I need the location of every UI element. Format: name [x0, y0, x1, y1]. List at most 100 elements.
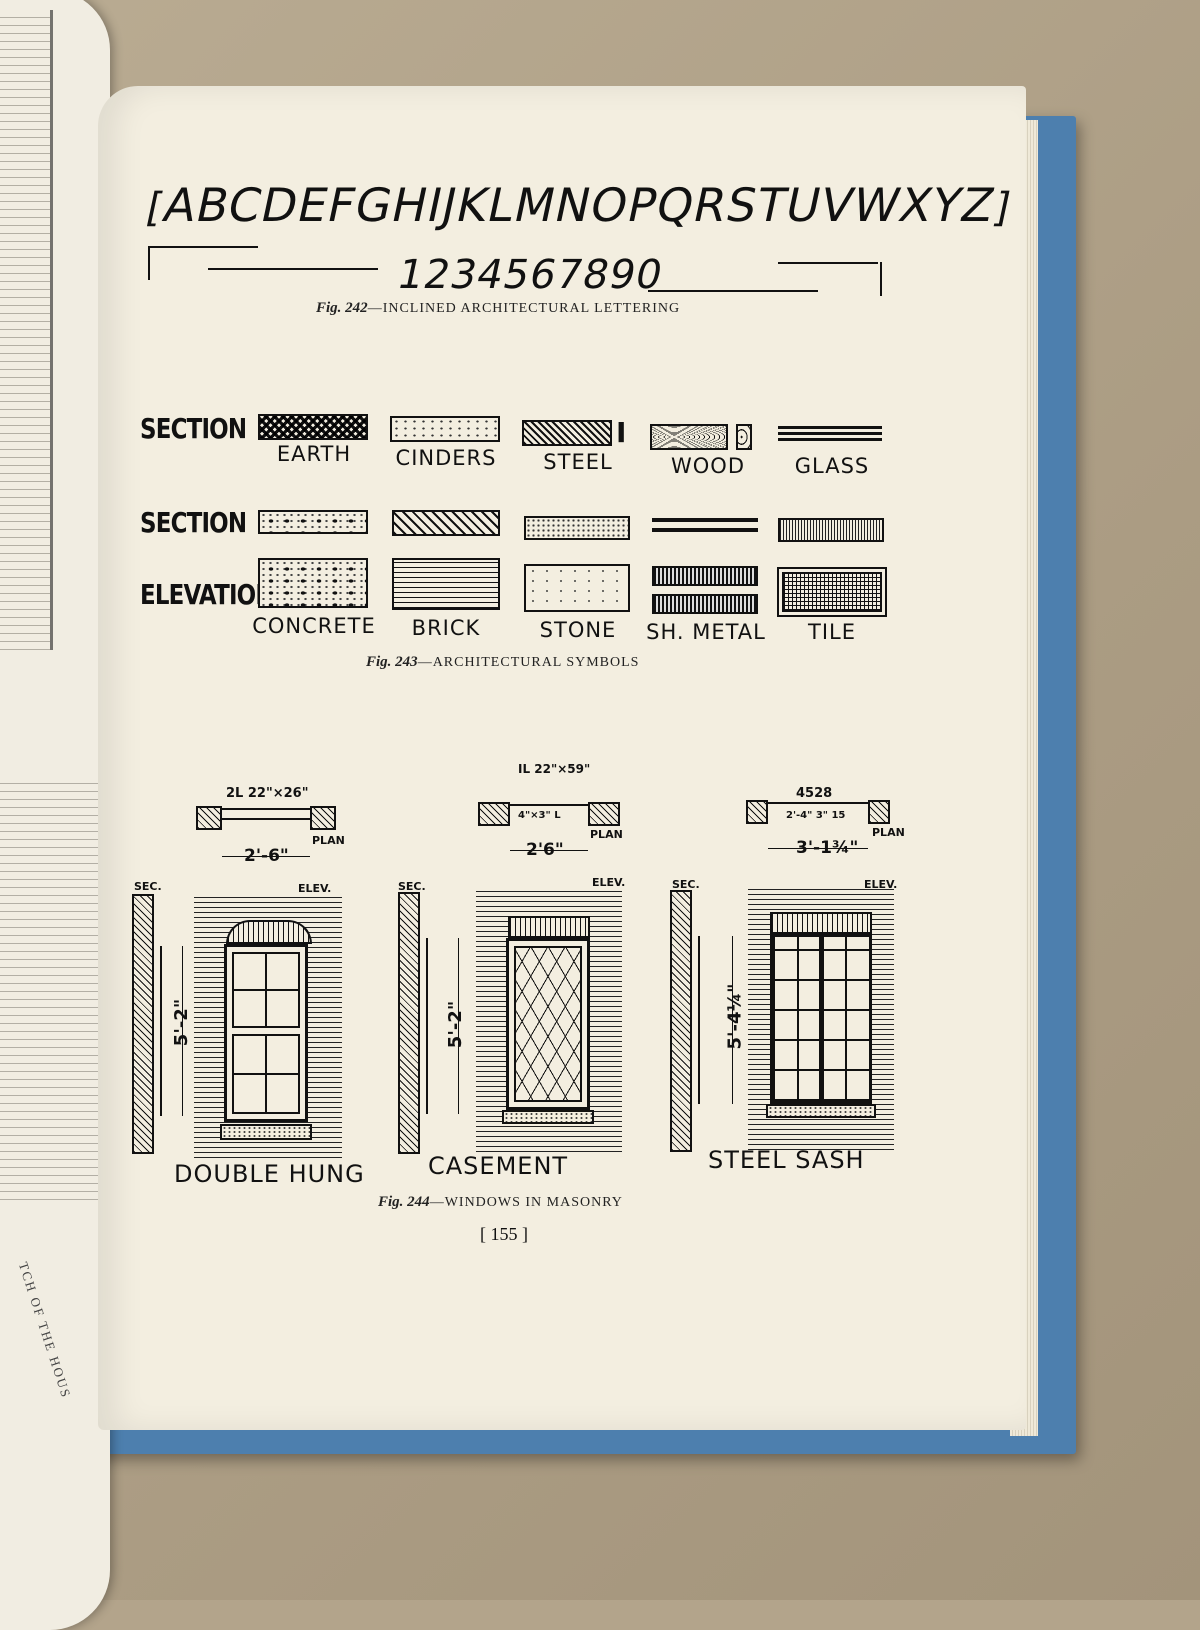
- left-page-house-sketch: [0, 780, 100, 1200]
- double-hung-lower-sash: [232, 1034, 300, 1114]
- row-label-elevation: ELEVATION: [140, 578, 275, 611]
- label-cinders: CINDERS: [395, 446, 497, 470]
- lettering-guide-line: [208, 268, 378, 270]
- lettering-guide-line: [148, 246, 150, 280]
- alphabet-lettering: [ABCDEFGHIJKLMNOPQRSTUVWXYZ]: [142, 178, 1015, 232]
- fig243-caption-text: —ARCHITECTURAL SYMBOLS: [417, 655, 640, 670]
- steel-sash-plan-sash: [768, 802, 868, 804]
- casement-width: 2'6": [526, 840, 564, 860]
- concrete-elevation-symbol: [258, 558, 368, 608]
- wood-end-grain-symbol: [736, 424, 752, 450]
- lettering-guide-line: [648, 290, 818, 292]
- label-wood: WOOD: [671, 454, 745, 478]
- ibeam-glyph: I: [616, 416, 627, 449]
- steel-sash-width: 3'-1¾": [796, 838, 859, 858]
- casement-plan-note: IL 22"×59": [518, 762, 591, 776]
- double-hung-plan-wall-left: [196, 806, 222, 830]
- fig242-caption-text: —INCLINED ARCHITECTURAL LETTERING: [367, 301, 681, 316]
- casement-plan-label: PLAN: [590, 828, 623, 841]
- steel-sash-width-dim-line: [768, 848, 868, 849]
- casement-title: CASEMENT: [428, 1152, 569, 1180]
- casement-plan-sash: [510, 804, 588, 806]
- label-tile: TILE: [808, 620, 856, 644]
- sheet-metal-section-symbol: [652, 518, 758, 532]
- sheet-metal-elevation-symbol-2: [652, 594, 758, 614]
- double-hung-width-dim-line: [222, 856, 310, 857]
- steel-sash-lintel: [770, 912, 872, 934]
- fig244-caption: Fig. 244—WINDOWS IN MASONRY: [378, 1194, 623, 1211]
- casement-width-dim-line: [510, 850, 588, 851]
- row-label-section-2: SECTION: [140, 506, 247, 539]
- steel-sash-height-dim-line: [732, 936, 733, 1104]
- double-hung-plan-wall-right: [310, 806, 336, 830]
- fig244-caption-text: —WINDOWS IN MASONRY: [429, 1195, 623, 1210]
- alphabet-text: ABCDEFGHIJKLMNOPQRSTUVWXYZ: [158, 178, 1001, 232]
- steel-sash-plan-note-2: 2'-4" 3" 15: [786, 810, 846, 821]
- left-page: TCH OF THE HOUS: [0, 0, 110, 1630]
- double-hung-sill: [220, 1124, 312, 1140]
- steel-sash-title: STEEL SASH: [708, 1146, 865, 1174]
- casement-section-sash: [426, 938, 428, 1114]
- casement-height-dim-line: [458, 938, 459, 1114]
- label-brick: BRICK: [411, 616, 481, 640]
- casement-plan-wall-left: [478, 802, 510, 826]
- casement-sill: [502, 1110, 594, 1124]
- double-hung-upper-sash: [232, 952, 300, 1028]
- fig243-caption: Fig. 243—ARCHITECTURAL SYMBOLS: [366, 654, 639, 671]
- casement-leaded-glass: [514, 946, 582, 1102]
- double-hung-plan-sash: [222, 808, 310, 810]
- stone-elevation-symbol: [524, 564, 630, 612]
- casement-section-wall: [398, 892, 420, 1154]
- label-glass: GLASS: [794, 454, 870, 478]
- double-hung-plan-note: 2L 22"×26": [226, 786, 309, 801]
- steel-section-symbol: [522, 420, 612, 446]
- tile-section-symbol: [778, 518, 884, 542]
- label-earth: EARTH: [276, 442, 352, 466]
- tile-elevation-symbol: [777, 567, 887, 617]
- steel-sash-sec-label: SEC.: [672, 878, 700, 891]
- wood-section-symbol: [650, 424, 728, 450]
- double-hung-plan-sash: [222, 818, 310, 820]
- fig244-label: Fig. 244: [378, 1194, 430, 1210]
- steel-sash-sill: [766, 1104, 876, 1118]
- stone-section-symbol: [524, 516, 630, 540]
- double-hung-arch: [226, 920, 312, 944]
- lettering-guide-line: [778, 262, 878, 264]
- lettering-guide-line: [880, 262, 882, 296]
- label-concrete: CONCRETE: [252, 614, 376, 638]
- steel-sash-plan-label: PLAN: [872, 826, 905, 839]
- double-hung-height-dim-line: [182, 946, 183, 1116]
- earth-section-symbol: [258, 414, 368, 440]
- label-steel: STEEL: [543, 450, 613, 474]
- glass-section-symbol: [778, 426, 882, 441]
- fig242-caption: Fig. 242—INCLINED ARCHITECTURAL LETTERIN…: [316, 300, 680, 317]
- casement-elev-label: ELEV.: [592, 876, 626, 889]
- fig242-label: Fig. 242: [316, 300, 368, 316]
- double-hung-plan-label: PLAN: [312, 834, 345, 847]
- steel-sash-elev-label: ELEV.: [864, 878, 898, 891]
- fig243-label: Fig. 243: [366, 654, 418, 670]
- brick-elevation-symbol: [392, 558, 500, 610]
- numerals-lettering: 1234567890: [393, 252, 668, 298]
- casement-plan-wall-right: [588, 802, 620, 826]
- cinders-section-symbol: [390, 416, 500, 442]
- steel-sash-height: 5'-4¼": [724, 983, 746, 1050]
- steel-sash-plan-note: 4528: [796, 786, 833, 801]
- right-page: [ABCDEFGHIJKLMNOPQRSTUVWXYZ] 1234567890 …: [98, 86, 1026, 1430]
- label-sheet-metal: SH. METAL: [646, 620, 766, 644]
- left-page-drawing-fragment: [0, 10, 53, 650]
- page-number: [ 155 ]: [480, 1224, 528, 1244]
- sheet-metal-elevation-symbol: [652, 566, 758, 586]
- left-page-caption: TCH OF THE HOUS: [15, 1260, 75, 1401]
- row-label-section: SECTION: [140, 412, 247, 445]
- brick-section-symbol: [392, 510, 500, 536]
- steel-sash-plan-wall-left: [746, 800, 768, 824]
- steel-sash-frame: [770, 934, 872, 1104]
- double-hung-title: DOUBLE HUNG: [174, 1160, 365, 1188]
- steel-sash-section-wall: [670, 890, 692, 1152]
- double-hung-width: 2'-6": [244, 846, 289, 866]
- steel-sash-plan-wall-right: [868, 800, 890, 824]
- concrete-section-symbol: [258, 510, 368, 534]
- double-hung-section-wall: [132, 894, 154, 1154]
- casement-plan-note-2: 4"×3" L: [518, 810, 561, 821]
